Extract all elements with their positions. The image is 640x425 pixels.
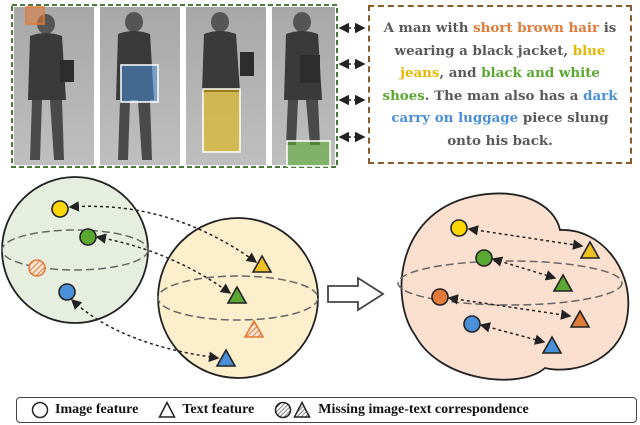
aligned-text-hair-marker [569,309,591,328]
caption-segment: short brown hair [473,20,600,36]
caption-segment: A man with [383,20,474,36]
photo-panel-1 [14,7,94,165]
photo-panel-3 [186,7,266,165]
jeans-highlight-box [202,88,241,153]
caption-segment: . The man also has a [424,87,584,104]
image-feature-hair-marker [51,200,69,218]
right-correspondence-arrows [447,225,584,345]
aligned-feature-space [397,192,630,381]
legend-label: Text feature [182,402,255,417]
legend-label: Missing image-text correspondence [318,402,529,417]
image-feature-sphere [1,176,149,324]
legend-label: Image feature [55,402,139,417]
legend-item-text-feature: Text feature [158,401,254,419]
caption-segment: dark carry on luggage [391,87,618,127]
aligned-text-luggage-marker [541,335,563,354]
strip-caption-connectors [338,22,366,143]
hatched-circle-triangle-icon [275,401,311,419]
image-feature-luggage-marker [58,283,76,301]
caption-segment: blue jeans [400,42,606,82]
hair-highlight-box [25,6,45,25]
legend-item-image-feature: Image feature [31,401,138,419]
aligned-text-jeans-marker [579,240,601,259]
photo-panel-4 [272,7,335,165]
circle-icon [31,401,49,419]
aligned-text-shoes-marker [552,273,574,292]
triangle-icon [158,401,177,418]
left-correspondence-arrows [68,201,258,363]
pedestrian-photo-strip [11,4,338,168]
legend: Image feature Text feature Missing image… [16,397,637,423]
aligned-image-shoes-marker [475,249,493,267]
caption-segment: is wearing a black jacket, [394,20,617,59]
caption-segment: black and white shoes [382,65,600,104]
legend-item-missing-correspondence: Missing image-text correspondence [274,401,529,419]
aligned-image-hair-color-marker [431,288,449,306]
text-feature-jeans-marker [251,254,273,273]
text-feature-missing-marker [243,319,265,338]
image-feature-shoes-marker [79,228,97,246]
shoes-highlight-box [286,140,331,167]
text-feature-shoes-marker [226,285,248,304]
caption-segment: piece slung onto his back. [447,110,609,149]
aligned-image-hair-marker [450,219,468,237]
image-feature-missing-marker [28,259,46,277]
transform-arrow-icon [327,276,385,312]
luggage-highlight-box [120,64,159,103]
text-feature-luggage-marker [215,348,237,367]
aligned-image-luggage-marker [463,315,481,333]
caption-text: A man with short brown hair is wearing a… [378,17,622,152]
caption-box: A man with short brown hair is wearing a… [368,5,632,164]
caption-segment: , and [439,65,482,81]
